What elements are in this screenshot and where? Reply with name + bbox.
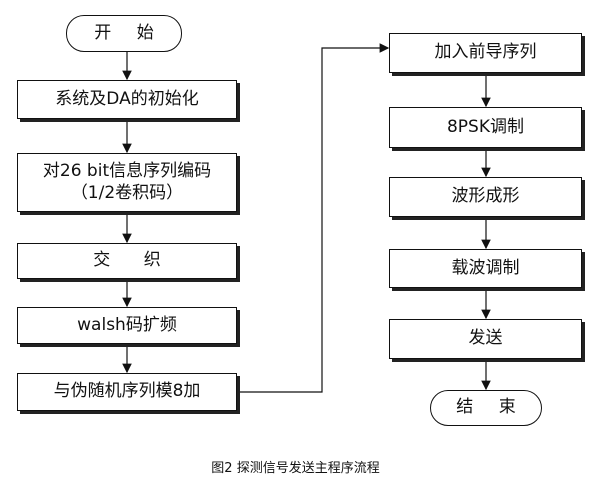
interleave-box: 交 织 xyxy=(17,243,237,279)
preamble-box: 加入前导序列 xyxy=(389,33,582,73)
walsh-box: walsh码扩频 xyxy=(17,307,237,344)
init-box: 系统及DA的初始化 xyxy=(17,80,237,119)
encode-line2: （1/2卷积码） xyxy=(70,182,184,203)
psk-box: 8PSK调制 xyxy=(389,107,582,148)
end-terminal: 结 束 xyxy=(430,390,542,426)
shaping-box: 波形成形 xyxy=(389,177,582,217)
pn-box: 与伪随机序列模8加 xyxy=(17,373,237,411)
figure-caption: 图2 探测信号发送主程序流程 xyxy=(211,461,380,476)
carrier-box: 载波调制 xyxy=(389,249,582,288)
encode-box: 对26 bit信息序列编码 （1/2卷积码） xyxy=(17,153,237,212)
encode-line1: 对26 bit信息序列编码 xyxy=(42,161,212,182)
arrow-pn-preamble xyxy=(239,43,390,393)
send-box: 发送 xyxy=(389,319,582,359)
start-terminal: 开 始 xyxy=(66,15,182,52)
